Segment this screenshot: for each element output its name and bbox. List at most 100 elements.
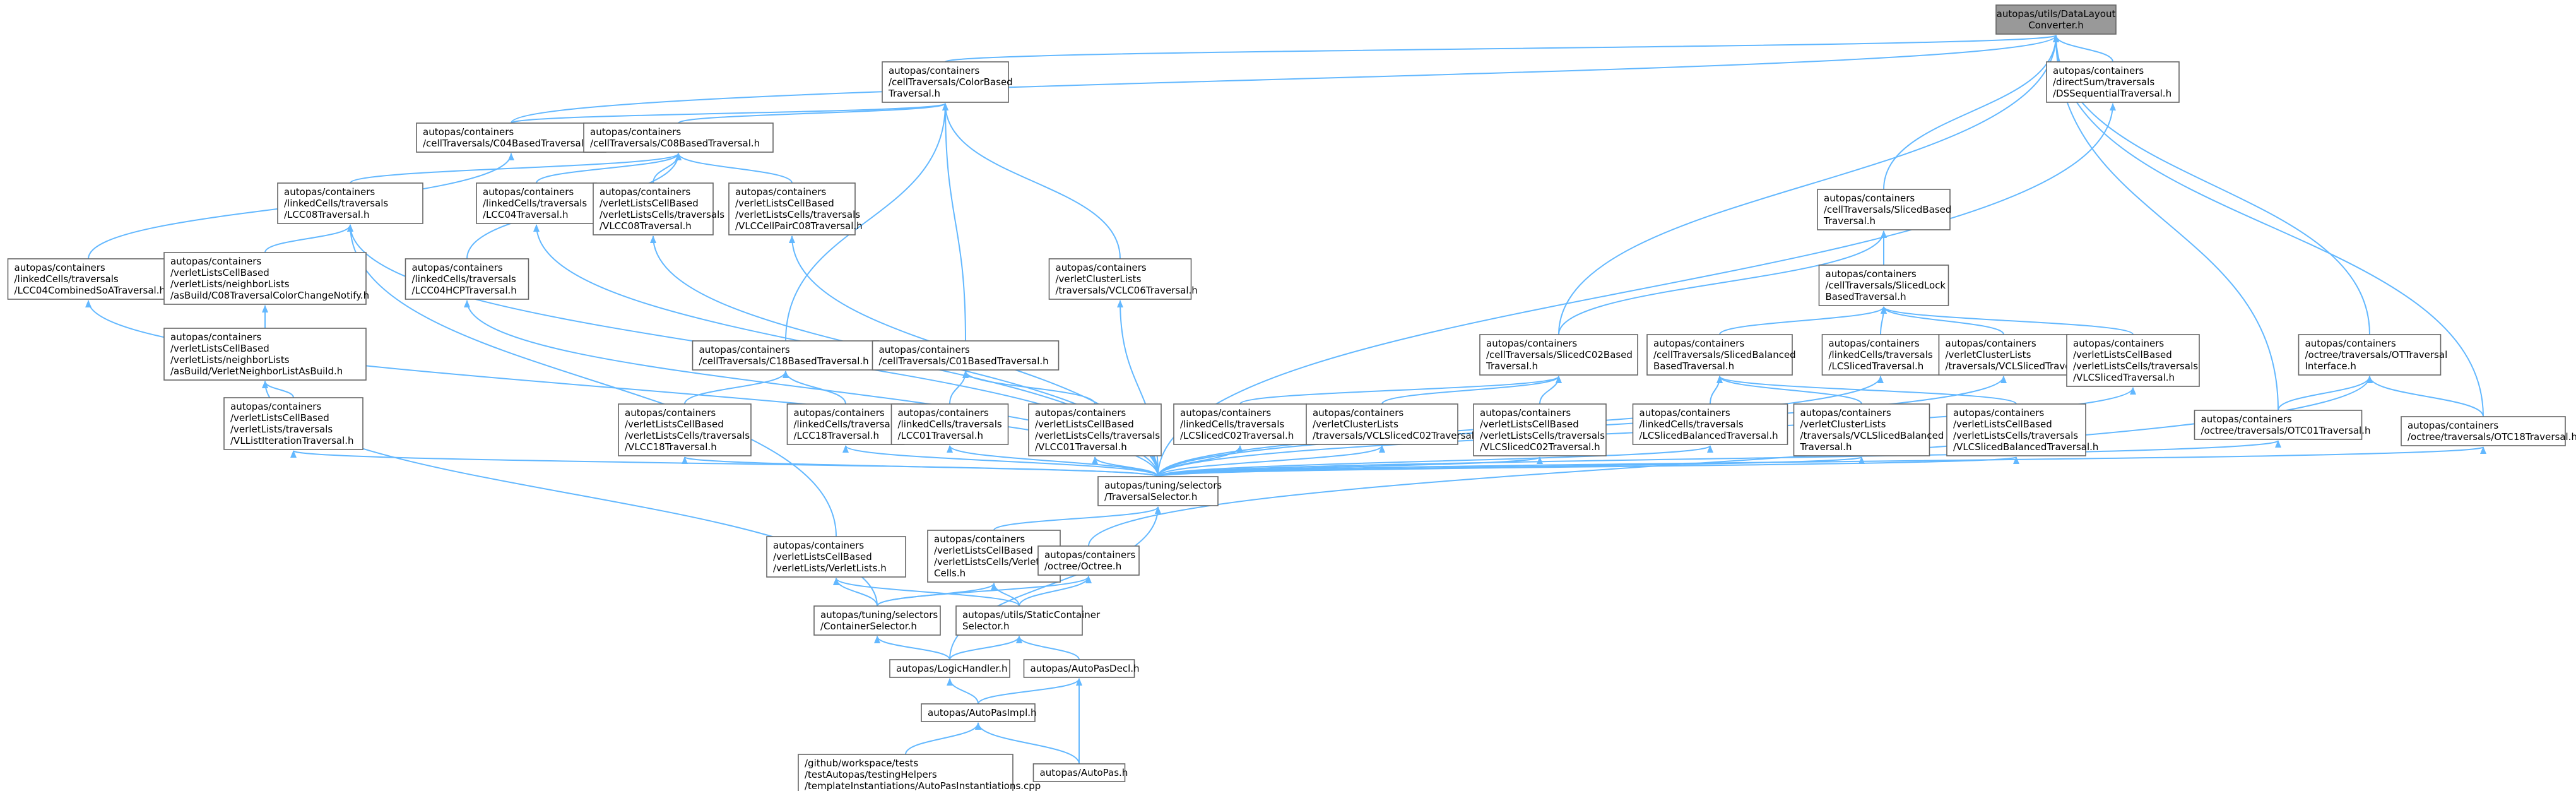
edge-otc01-to-otinterface xyxy=(2278,376,2373,411)
node-label-line: /verletListsCellBased xyxy=(1480,419,1579,430)
node-lcslicedbal[interactable]: autopas/containers/linkedCells/traversal… xyxy=(1632,403,1788,445)
node-label-line: autopas/containers xyxy=(170,331,261,343)
node-label-line: autopas/tuning/selectors xyxy=(820,609,938,621)
node-label-line: autopas/utils/StaticContainer xyxy=(962,609,1101,621)
node-label-line: autopas/containers xyxy=(590,126,681,138)
node-box xyxy=(955,605,1083,636)
node-label-line: /cellTraversals/C01BasedTraversal.h xyxy=(879,355,1049,367)
node-octree[interactable]: autopas/containers/octree/Octree.h xyxy=(1037,545,1140,576)
edge-vlcpairc08-to-c08based xyxy=(675,153,793,184)
node-label-line: /LCC18Traversal.h xyxy=(794,430,879,441)
node-selector[interactable]: autopas/tuning/selectors/TraversalSelect… xyxy=(1097,476,1222,506)
node-vlcpairc08[interactable]: autopas/containers/verletListsCellBased/… xyxy=(728,182,863,235)
node-lcc04hcp[interactable]: autopas/containers/linkedCells/traversal… xyxy=(405,258,529,300)
edge-autopasimpl-to-logichandler xyxy=(947,678,979,705)
node-c01based[interactable]: autopas/containers/cellTraversals/C01Bas… xyxy=(871,340,1060,371)
node-label-line: /octree/Octree.h xyxy=(1044,561,1121,572)
node-autopash[interactable]: autopas/AutoPas.h xyxy=(1032,763,1128,782)
node-label-line: autopas/containers xyxy=(1824,193,1915,204)
node-containerselector[interactable]: autopas/tuning/selectors/ContainerSelect… xyxy=(813,605,941,636)
node-slicedbased[interactable]: autopas/containers/cellTraversals/Sliced… xyxy=(1817,189,1951,230)
node-lcc01[interactable]: autopas/containers/linkedCells/traversal… xyxy=(890,403,1009,445)
node-c08colorchange[interactable]: autopas/containers/verletListsCellBased/… xyxy=(163,252,369,305)
node-label-line: autopas/containers xyxy=(1486,338,1577,349)
node-c08based[interactable]: autopas/containers/cellTraversals/C08Bas… xyxy=(583,122,774,153)
node-vlcslicedbal[interactable]: autopas/containers/verletListsCellBased/… xyxy=(1946,403,2098,456)
node-vlasbuild[interactable]: autopas/containers/verletListsCellBased/… xyxy=(223,397,363,450)
node-box xyxy=(1793,403,1930,456)
edge-slicedc02-to-root xyxy=(1558,35,2059,335)
edge-selector-to-vlcslicedbal xyxy=(1157,456,2019,477)
node-box xyxy=(583,122,774,153)
node-label-line: autopas/containers xyxy=(1653,338,1744,349)
node-lcc04combined[interactable]: autopas/containers/linkedCells/traversal… xyxy=(7,258,170,300)
node-label-line: /traversals/VCLSlicedTraversal.h xyxy=(1946,360,2098,372)
node-label-line: /octree/traversals/OTTraversal xyxy=(2305,349,2448,360)
node-label-line: autopas/containers xyxy=(773,540,864,551)
node-logichandler[interactable]: autopas/LogicHandler.h xyxy=(889,659,1010,678)
node-label-line: autopas/containers xyxy=(879,344,970,355)
node-box xyxy=(2066,334,2200,387)
node-lcc04[interactable]: autopas/containers/linkedCells/traversal… xyxy=(476,182,597,224)
node-verletlists[interactable]: autopas/containers/verletListsCellBased/… xyxy=(766,536,906,578)
node-label-line: autopas/containers xyxy=(1640,407,1730,419)
node-label-line: /linkedCells/traversals xyxy=(1829,349,1933,360)
node-c18based[interactable]: autopas/containers/cellTraversals/C18Bas… xyxy=(692,340,880,371)
edge-staticcontainer-to-vlcells xyxy=(991,583,1020,607)
node-label-line: /VLCSlicedBalancedTraversal.h xyxy=(1953,441,2098,453)
node-box xyxy=(1048,258,1192,300)
edge-vlc18-to-c18based xyxy=(684,371,789,405)
node-vclslicedc02[interactable]: autopas/containers/verletClusterLists/tr… xyxy=(1306,403,1483,445)
node-vclc06[interactable]: autopas/containers/verletClusterLists/tr… xyxy=(1048,258,1198,300)
node-box xyxy=(2401,416,2566,446)
node-label-line: autopas/utils/DataLayout xyxy=(1997,8,2116,20)
node-label-line: autopas/containers xyxy=(889,65,979,76)
node-slicedc02[interactable]: autopas/containers/cellTraversals/Sliced… xyxy=(1479,334,1638,376)
node-otc18[interactable]: autopas/containers/octree/traversals/OTC… xyxy=(2401,416,2576,446)
node-vlcsliced[interactable]: autopas/containers/verletListsCellBased/… xyxy=(2066,334,2200,387)
node-box xyxy=(1646,334,1793,376)
node-dssequential[interactable]: autopas/containers/directSum/traversals/… xyxy=(2046,61,2180,103)
edge-selector-to-lcc18 xyxy=(842,445,1159,477)
node-label-line: autopas/AutoPasDecl.h xyxy=(1031,663,1140,674)
node-autopasimpl[interactable]: autopas/AutoPasImpl.h xyxy=(921,703,1037,722)
edge-lcc18-to-c18based xyxy=(783,371,846,405)
node-vlc08[interactable]: autopas/containers/verletListsCellBased/… xyxy=(593,182,724,235)
node-label-line: /verletListsCellBased xyxy=(1953,419,2052,430)
node-autopasdecl[interactable]: autopas/AutoPasDecl.h xyxy=(1023,659,1140,678)
node-verletasbuild[interactable]: autopas/containers/verletListsCellBased/… xyxy=(163,328,367,381)
node-lcslicedc02[interactable]: autopas/containers/linkedCells/traversal… xyxy=(1173,403,1307,445)
node-otinterface[interactable]: autopas/containers/octree/traversals/OTT… xyxy=(2298,334,2448,376)
node-vlcslicedc02[interactable]: autopas/containers/verletListsCellBased/… xyxy=(1473,403,1607,456)
node-label-line: autopas/containers xyxy=(170,256,261,267)
node-label-line: /VLCC01Traversal.h xyxy=(1035,441,1127,453)
node-colorbased[interactable]: autopas/containers/cellTraversals/ColorB… xyxy=(882,61,1013,103)
node-lcsliced[interactable]: autopas/containers/linkedCells/traversal… xyxy=(1821,334,1940,376)
node-slicedbalanced[interactable]: autopas/containers/cellTraversals/Sliced… xyxy=(1646,334,1796,376)
node-box xyxy=(1632,403,1788,445)
node-label-line: /linkedCells/traversals xyxy=(794,419,898,430)
node-label-line: /asBuild/VerletNeighborListAsBuild.h xyxy=(170,366,343,377)
node-instantiations[interactable]: /github/workspace/tests/testAutopas/test… xyxy=(798,754,1041,791)
node-label-line: /VLCSlicedTraversal.h xyxy=(2073,372,2175,383)
node-label-line: /asBuild/C08TraversalColorChangeNotify.h xyxy=(170,290,369,301)
node-c04based[interactable]: autopas/containers/cellTraversals/C04Bas… xyxy=(416,122,606,153)
node-vlcc01[interactable]: autopas/containers/verletListsCellBased/… xyxy=(1028,403,1162,456)
node-label-line: /testAutopas/testingHelpers xyxy=(805,769,937,780)
node-box xyxy=(416,122,606,153)
node-label-line: /VLCC18Traversal.h xyxy=(625,441,717,453)
node-box xyxy=(163,328,367,381)
edge-lcsliced-to-slicedlock xyxy=(1880,306,1887,335)
node-lcc08[interactable]: autopas/containers/linkedCells/traversal… xyxy=(277,182,423,224)
node-label-line: autopas/containers xyxy=(1480,407,1571,419)
edge-otc18-to-root xyxy=(2053,35,2484,417)
node-otc01[interactable]: autopas/containers/octree/traversals/OTC… xyxy=(2194,410,2371,440)
node-vlc18[interactable]: autopas/containers/verletListsCellBased/… xyxy=(618,403,752,456)
node-vclsliced[interactable]: autopas/containers/verletClusterLists/tr… xyxy=(1938,334,2098,376)
node-lcc18[interactable]: autopas/containers/linkedCells/traversal… xyxy=(786,403,905,445)
node-slicedlock[interactable]: autopas/containers/cellTraversals/Sliced… xyxy=(1818,265,1949,306)
node-vclslicedbal[interactable]: autopas/containers/verletClusterLists/tr… xyxy=(1793,403,1944,456)
node-label-line: /cellTraversals/SlicedC02Based xyxy=(1486,349,1633,360)
